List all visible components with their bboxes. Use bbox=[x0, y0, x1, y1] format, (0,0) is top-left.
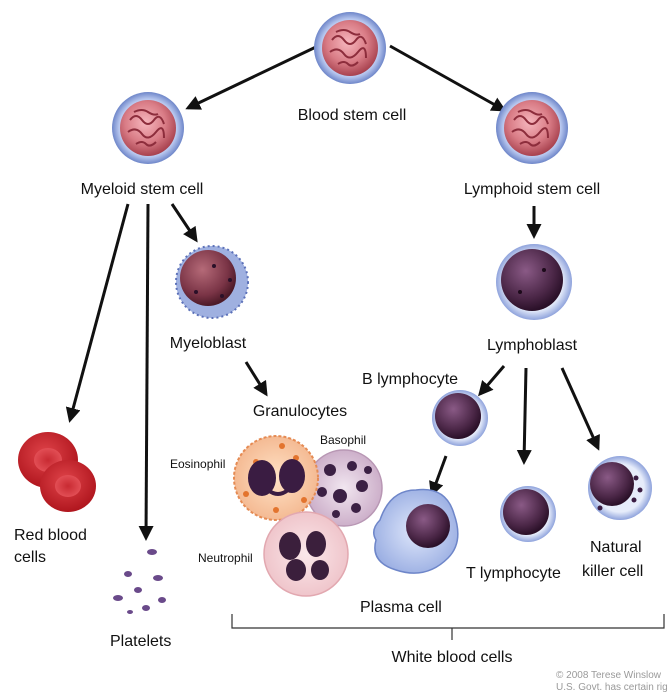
label-natural-killer-line2: killer cell bbox=[582, 563, 643, 580]
label-basophil: Basophil bbox=[320, 433, 366, 447]
label-lymphoid-stem-cell: Lymphoid stem cell bbox=[464, 181, 600, 198]
t-lymphocyte-cell bbox=[500, 486, 556, 542]
label-t-lymphocyte: T lymphocyte bbox=[466, 565, 561, 582]
label-myeloid-stem-cell: Myeloid stem cell bbox=[81, 181, 204, 198]
neutrophil-cell bbox=[264, 512, 348, 596]
arrow-b-to-plasma bbox=[432, 456, 446, 494]
label-neutrophil: Neutrophil bbox=[198, 551, 253, 565]
label-lymphoblast: Lymphoblast bbox=[487, 337, 578, 354]
plasma-cell bbox=[374, 490, 458, 574]
white-blood-cells-bracket bbox=[232, 614, 664, 640]
copyright-line1: © 2008 Terese Winslow bbox=[556, 670, 662, 681]
arrow-myeloblast-to-granulocytes bbox=[246, 362, 266, 394]
red-blood-cells bbox=[18, 432, 96, 512]
label-myeloblast: Myeloblast bbox=[170, 335, 247, 352]
label-granulocytes: Granulocytes bbox=[253, 403, 347, 420]
arrow-lymphoblast-to-t bbox=[524, 368, 526, 462]
arrow-stem-to-myeloid bbox=[188, 46, 318, 108]
platelets bbox=[113, 549, 166, 614]
label-plasma-cell: Plasma cell bbox=[360, 599, 442, 616]
lymphoid-stem-cell bbox=[496, 92, 568, 164]
label-blood-stem-cell: Blood stem cell bbox=[298, 107, 407, 124]
arrow-stem-to-lymphoid bbox=[390, 46, 504, 110]
eosinophil-cell bbox=[234, 436, 318, 520]
myeloblast-cell bbox=[176, 246, 248, 318]
label-eosinophil: Eosinophil bbox=[170, 457, 225, 471]
label-natural-killer-line1: Natural bbox=[590, 539, 642, 556]
b-lymphocyte-cell bbox=[432, 390, 488, 446]
myeloid-stem-cell bbox=[112, 92, 184, 164]
natural-killer-cell bbox=[588, 456, 652, 520]
label-red-blood-cells-line1: Red blood bbox=[14, 527, 87, 544]
arrow-lymphoblast-to-nk bbox=[562, 368, 598, 448]
label-red-blood-cells-line2: cells bbox=[14, 549, 46, 566]
blood-stem-cell bbox=[314, 12, 386, 84]
label-white-blood-cells: White blood cells bbox=[392, 649, 513, 666]
arrow-myeloid-to-rbc bbox=[70, 204, 128, 420]
copyright-line2: U.S. Govt. has certain rights bbox=[556, 682, 668, 693]
lymphoblast-cell bbox=[496, 244, 572, 320]
arrow-myeloid-to-myeloblast bbox=[172, 204, 196, 240]
label-b-lymphocyte: B lymphocyte bbox=[362, 371, 458, 388]
label-platelets: Platelets bbox=[110, 633, 171, 650]
arrow-myeloid-to-platelets bbox=[146, 204, 148, 538]
arrow-lymphoblast-to-b bbox=[480, 366, 504, 394]
